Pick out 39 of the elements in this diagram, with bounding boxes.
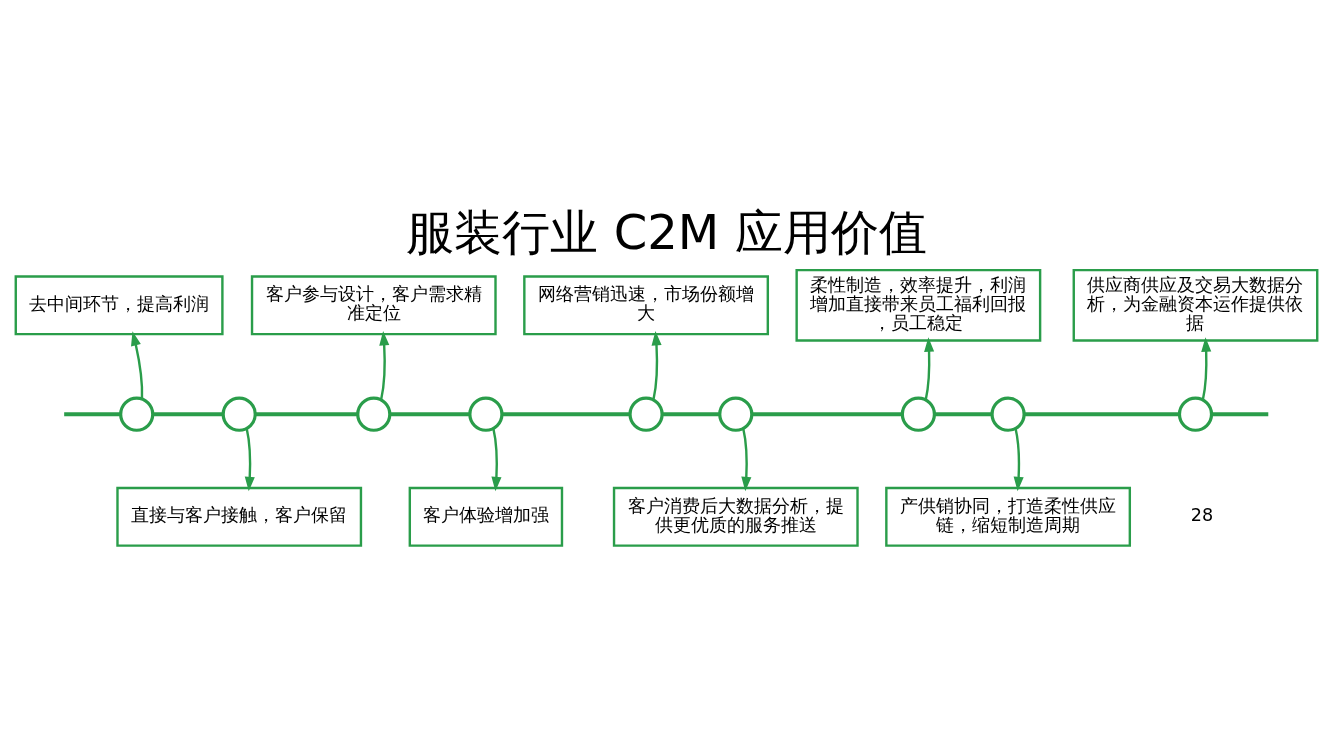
node-circle [1177,396,1214,432]
diagram-title: 服装行业 C2M 应用价值 [406,204,927,261]
node-box: 柔性制造，效率提升，利润增加直接带来员工福利回报，员工稳定 [795,268,1042,342]
node-circle [119,396,155,432]
label: 28 [1190,505,1214,526]
arrow [379,331,390,400]
node-circle [990,396,1026,432]
connector [1211,412,1269,417]
connector [662,412,720,417]
connector [64,412,121,417]
connector [502,412,630,417]
arrow [741,428,752,492]
arrow [1201,337,1212,400]
node-box: 产供销协同，打造柔性供应链，缩短制造周期 [885,486,1131,547]
node-box: 网络营销迅速，市场份额增大 [523,275,769,336]
node-circle [900,396,936,432]
node-circle [221,396,257,432]
arrow [244,428,255,492]
node-box: 客户参与设计，客户需求精准定位 [250,275,497,336]
node-box: 直接与客户接触，客户保留 [116,486,363,547]
node-circle [356,396,392,432]
arrow [131,331,144,399]
node-box: 客户消费后大数据分析，提供更优质的服务推送 [612,486,859,547]
node-circle [718,396,754,432]
node-circle [468,396,504,432]
connector [934,412,992,417]
connector [390,412,470,417]
connector [255,412,358,417]
connector [752,412,903,417]
connector [152,412,223,417]
connector [1024,412,1180,417]
node-box: 供应商供应及交易大数据分析，为金融资本运作提供依据 [1072,268,1319,342]
arrow [924,337,935,400]
node-box: 客户体验增加强 [408,486,564,547]
node-box: 去中间环节，提高利润 [14,275,224,336]
node-circle [628,396,664,432]
arrow [491,428,502,492]
arrow [651,331,662,400]
arrow [1013,428,1024,492]
